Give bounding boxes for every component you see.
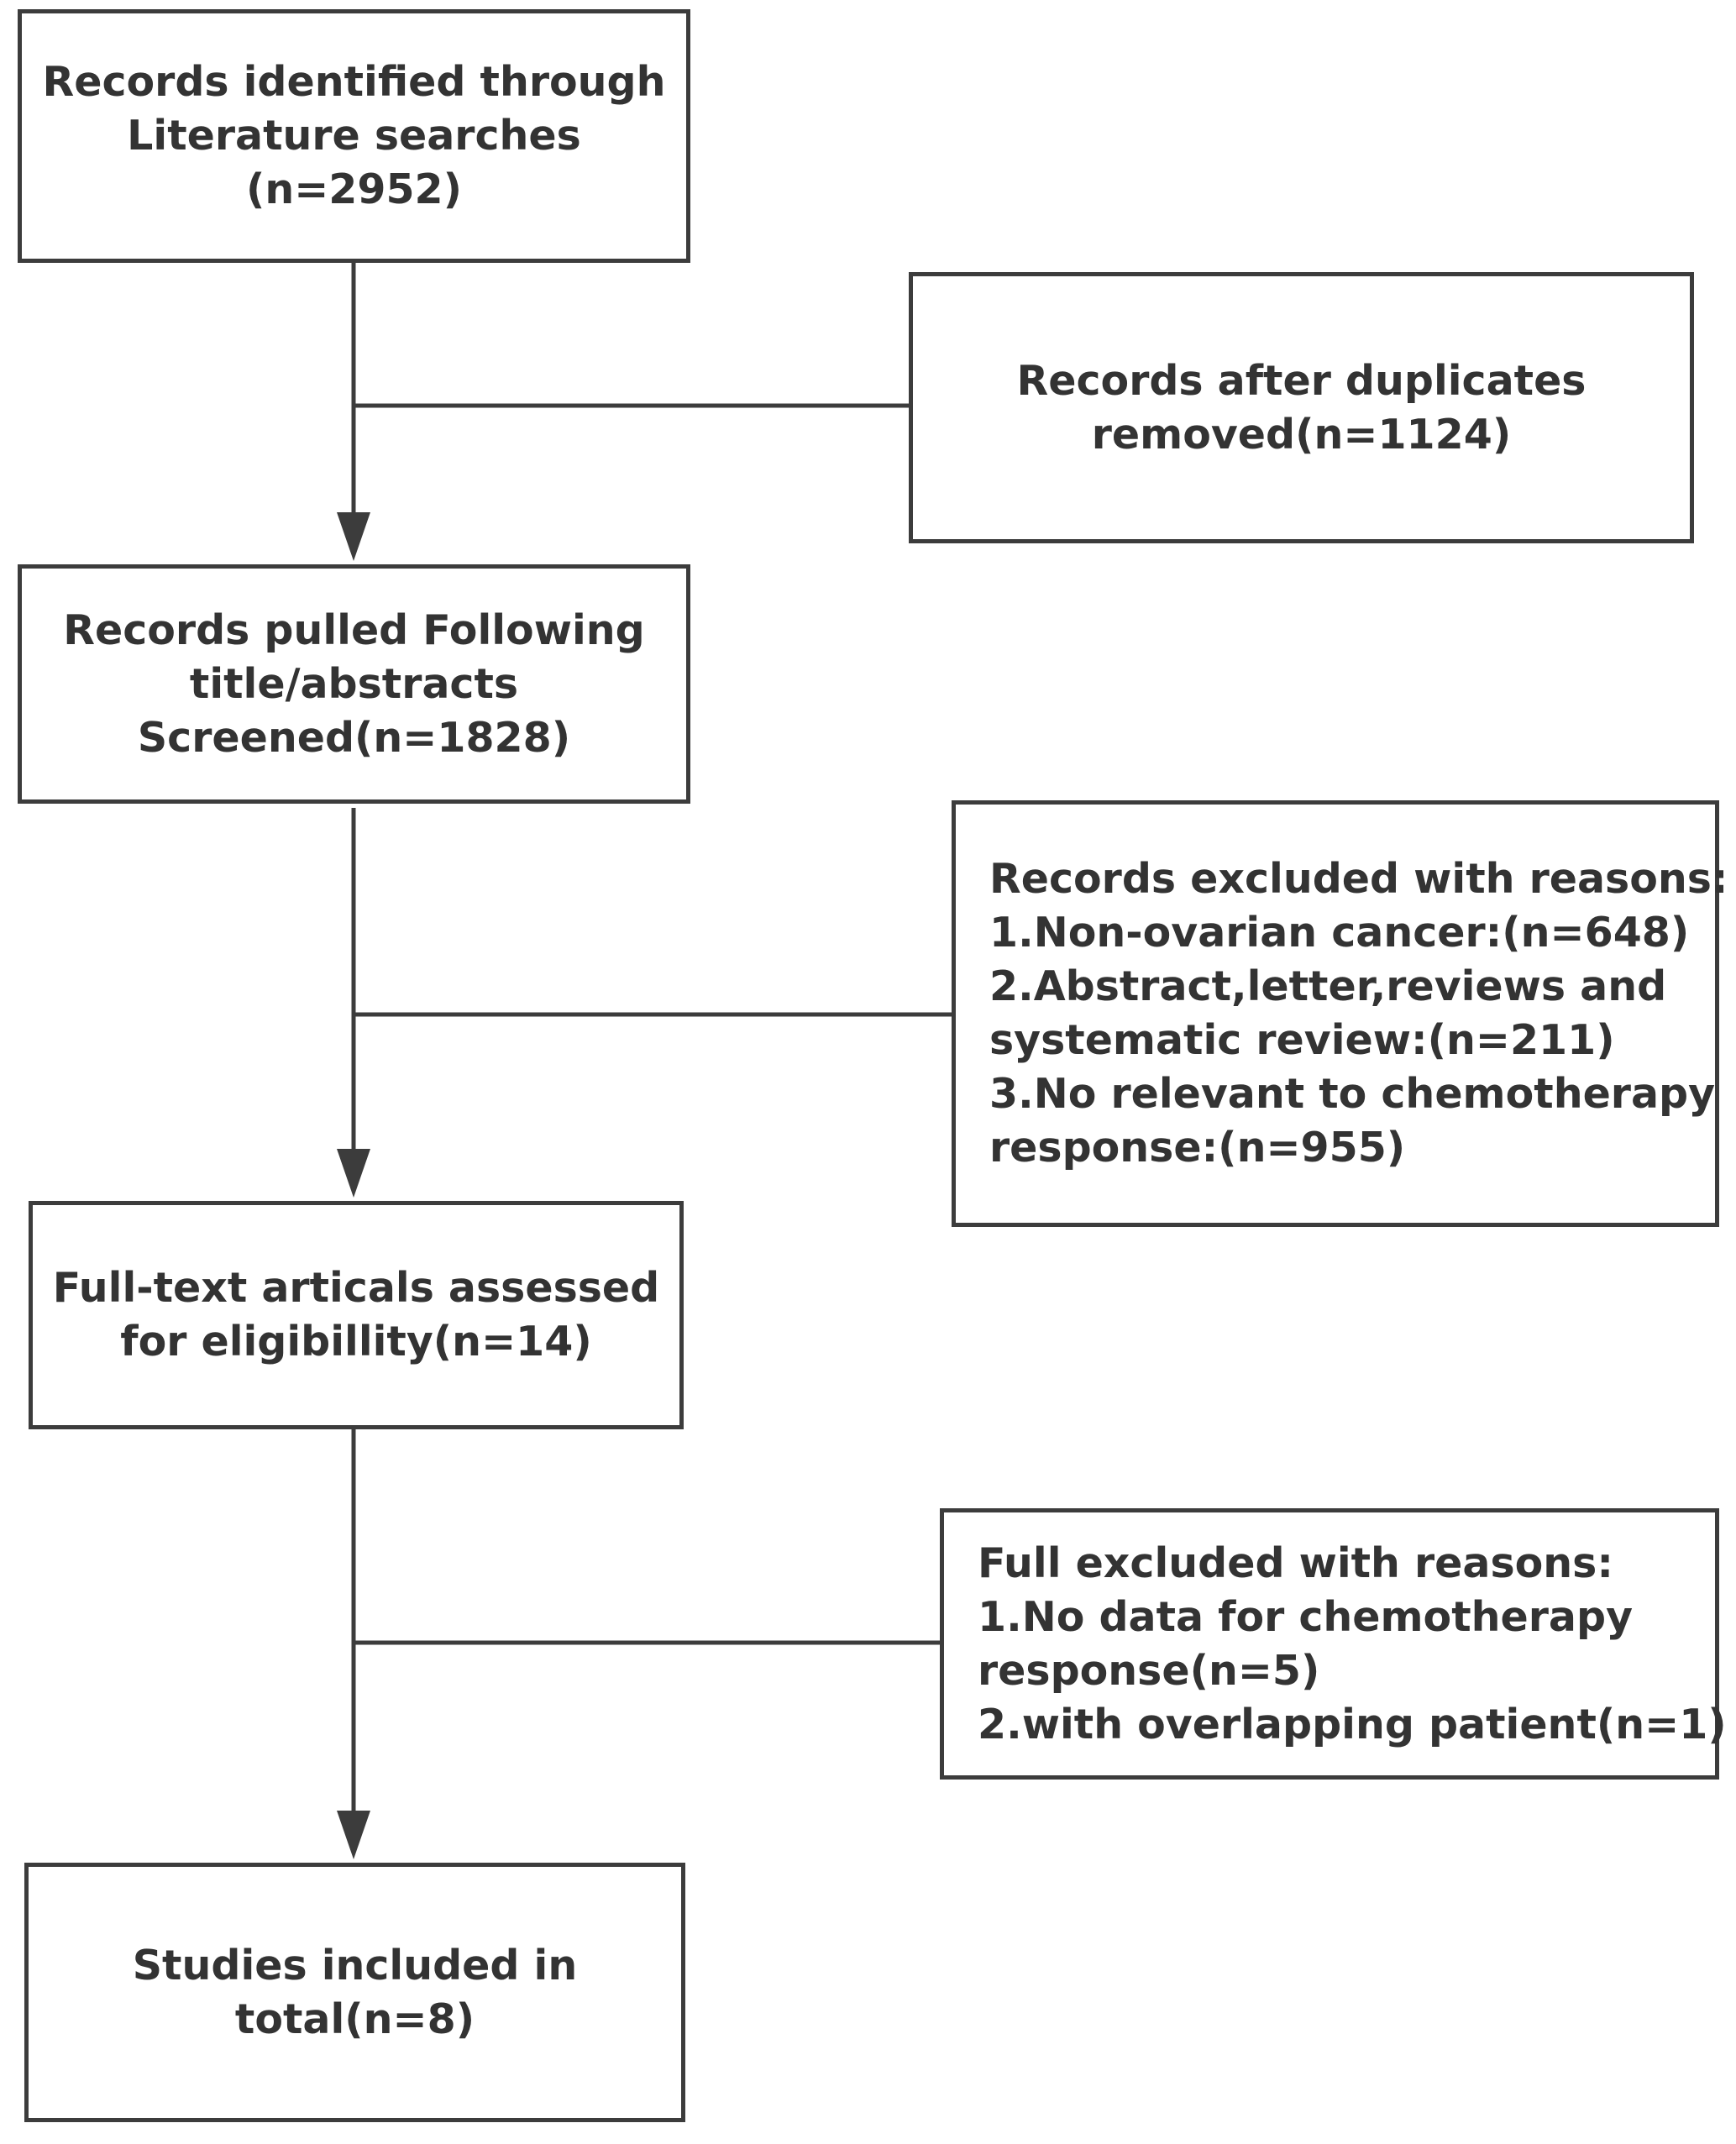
fulltext-assessed-box: Full-text articals assessed for eligibil… [29,1201,684,1429]
records-excluded-line-1: Records excluded with reasons: [989,855,1728,903]
records-screened-line-1: Records pulled Following [63,605,645,654]
full-excluded-line-4: 2.with overlapping patient(n=1) [978,1700,1727,1748]
records-excluded-box: Records excluded with reasons: 1.Non-ova… [952,800,1728,1227]
duplicates-removed-line-1: Records after duplicates [1016,356,1587,405]
full-excluded-box: Full excluded with reasons: 1.No data fo… [940,1508,1727,1780]
full-excluded-line-1: Full excluded with reasons: [978,1539,1613,1587]
arrowhead-to-fulltext [337,1149,370,1198]
arrowhead-to-included [337,1811,370,1859]
records-screened-box: Records pulled Following title/abstracts… [18,564,690,804]
records-excluded-line-6: response:(n=955) [989,1124,1406,1172]
records-identified-line-3: (n=2952) [245,165,463,213]
studies-included-line-1: Studies included in [132,1941,578,1989]
records-excluded-line-4: systematic review:(n=211) [989,1016,1615,1064]
records-screened-line-2: title/abstracts [189,659,519,708]
studies-included-box: Studies included in total(n=8) [24,1863,685,2122]
records-excluded-line-3: 2.Abstract,letter,reviews and [989,962,1667,1010]
full-excluded-line-3: response(n=5) [978,1646,1320,1695]
records-screened-line-3: Screened(n=1828) [137,713,571,762]
records-excluded-line-2: 1.Non-ovarian cancer:(n=648) [989,909,1690,957]
fulltext-assessed-line-2: for eligibillity(n=14) [120,1318,592,1366]
studies-included-line-2: total(n=8) [234,1995,475,2043]
full-excluded-line-2: 1.No data for chemotherapy [978,1592,1634,1641]
duplicates-removed-box: Records after duplicates removed(n=1124) [909,272,1694,543]
records-excluded-line-5: 3.No relevant to chemotherapy [989,1070,1716,1118]
duplicates-removed-line-2: removed(n=1124) [1091,410,1512,459]
fulltext-assessed-line-1: Full-text articals assessed [52,1264,660,1312]
arrowhead-to-screened [337,512,370,561]
records-identified-box: Records identified through Literature se… [18,9,690,263]
records-identified-line-1: Records identified through [42,58,666,106]
records-identified-line-2: Literature searches [127,112,581,160]
